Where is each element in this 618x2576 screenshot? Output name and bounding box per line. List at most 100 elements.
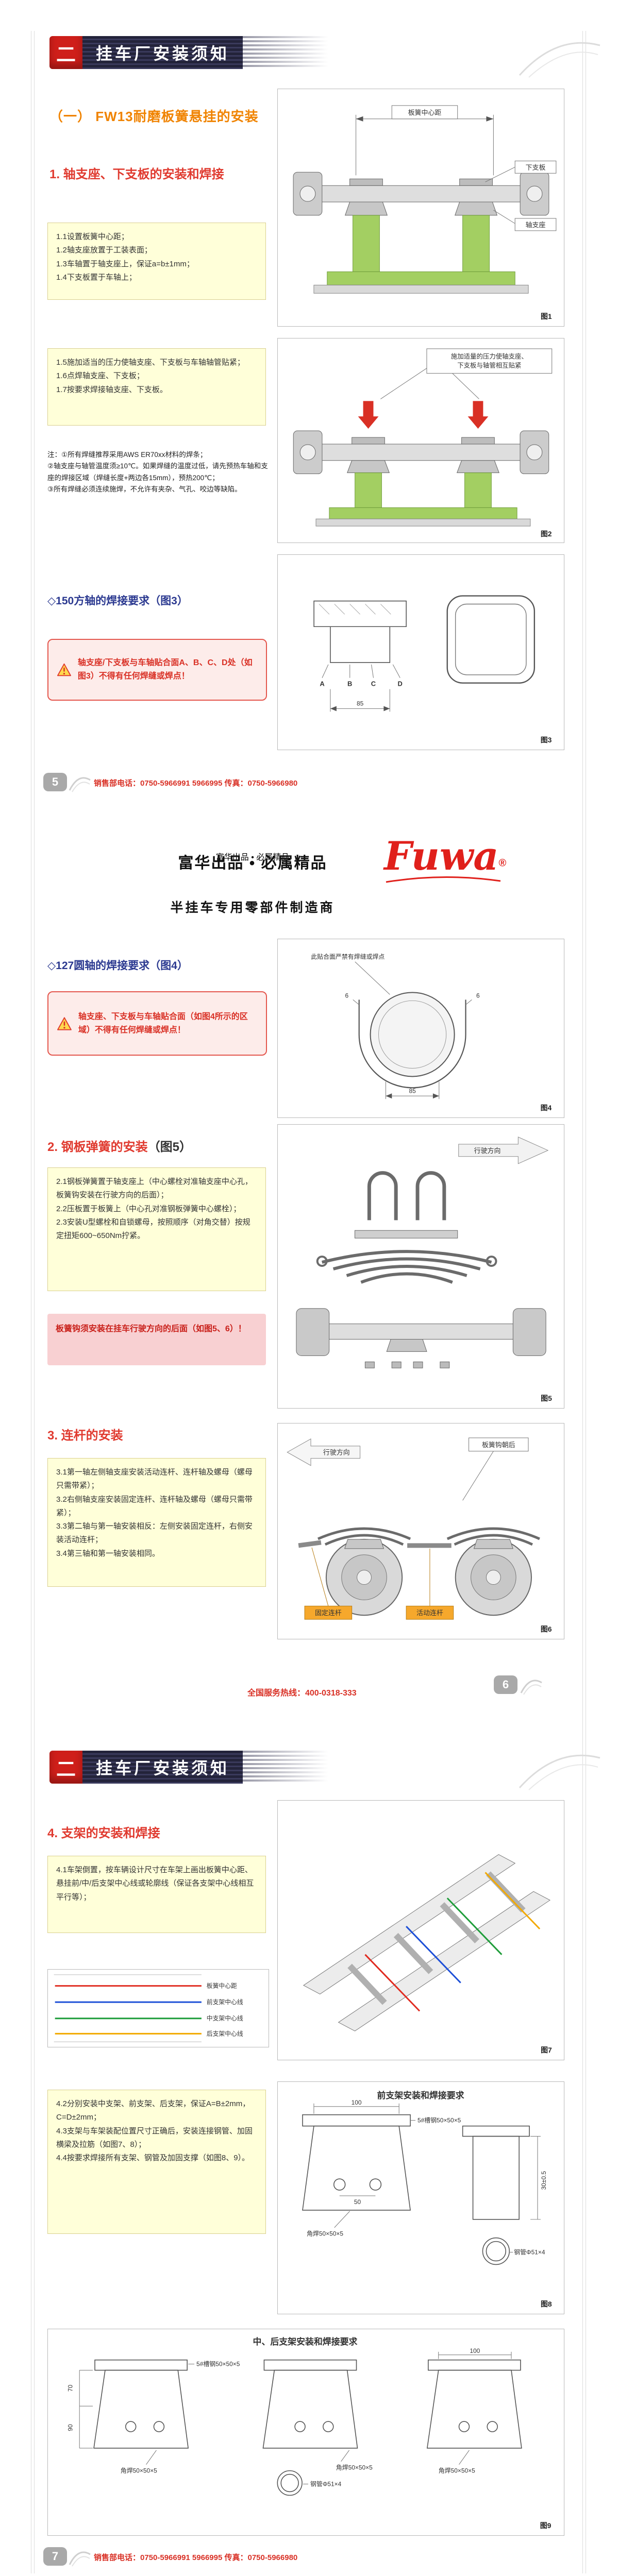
figure-1: 板簧中心距 下支板 xyxy=(277,89,564,327)
step-item: 3.3第二轴与第一轴安装相反：左侧安装固定连杆，右侧安装活动连杆； xyxy=(56,1522,253,1545)
pressure-callout-line2: 下支板与轴管相互贴紧 xyxy=(457,362,521,369)
dim-30-lines xyxy=(530,2136,541,2220)
dim-arrow xyxy=(330,706,337,711)
u-bolts xyxy=(367,1171,446,1221)
note-leader xyxy=(355,961,390,995)
section-name: FW13耐磨板簧悬挂的安装 xyxy=(95,109,259,124)
step-item: 2.2压板置于板簧上（中心孔对准钢板弹簧中心螺栓）； xyxy=(56,1204,241,1213)
callout-leaders xyxy=(380,368,479,399)
step-item: 3.1第一轴左侧轴支座安装活动连杆、连杆轴及螺母（螺母只需带紧）； xyxy=(56,1468,253,1490)
figure-3: A B C D 85 图3 xyxy=(277,554,564,750)
dim-50-label: 50 xyxy=(354,2198,361,2206)
figure-9-drawing: 中、后支架安装和焊接要求 70 90 5#槽钢50×50×5 角焊50×50×5 xyxy=(66,2336,551,2530)
figure-2-caption: 图2 xyxy=(541,530,552,538)
figure-8-drawing: 前支架安装和焊接要求 100 50 5#槽钢50×50×5 角焊50×50×5 xyxy=(302,2090,552,2308)
front-link-rod xyxy=(298,1540,322,1548)
axle-inner-wall xyxy=(378,1000,447,1069)
assembly-jig xyxy=(315,472,531,527)
dim-100-label: 100 xyxy=(352,2099,362,2106)
corner-flourish-top xyxy=(519,42,600,78)
dim-100-lines xyxy=(313,2103,399,2114)
page-title: 挂车厂安装须知 xyxy=(82,1751,243,1784)
step-item: 3.2右侧轴支座安装固定连杆、连杆轴及螺母（螺母只需带紧）； xyxy=(56,1495,253,1517)
figure-reference: （图5） xyxy=(147,1140,192,1154)
page-number-tag: 6 xyxy=(494,1675,517,1694)
dim-100-label: 100 xyxy=(470,2347,480,2354)
right-bracket-view xyxy=(426,2359,522,2449)
spring-hook xyxy=(486,1256,497,1267)
dim-85-label: 85 xyxy=(409,1087,416,1094)
contact-letter-d: D xyxy=(398,680,403,688)
lock-nuts xyxy=(364,1361,450,1368)
figure-3-drawing: A B C D 85 图3 xyxy=(313,595,552,744)
section-number: （一） xyxy=(49,109,92,124)
dim-85-label: 85 xyxy=(357,700,364,707)
warning-text: 轴支座、下支板与车轴贴合面（如图4所示的区域）不得有任何焊缝或焊点！ xyxy=(78,1012,248,1035)
movable-link-tag xyxy=(406,1605,454,1620)
figure-6-caption: 图6 xyxy=(541,1625,552,1633)
dim-30-label: 30±0.5 xyxy=(540,2171,547,2190)
step-item: 4.2分别安装中支架、前支架、后支架，保证A=B±2mm，C=D±2mm； xyxy=(56,2099,250,2122)
pressure-arrows xyxy=(358,401,489,429)
page-header: 二 挂车厂安装须知 xyxy=(49,1751,336,1784)
dim-85 xyxy=(385,1081,440,1099)
step-item: 1.1设置板簧中心距； xyxy=(56,232,129,241)
letter-leaders xyxy=(322,664,400,678)
assembly-jig xyxy=(313,215,529,294)
weld-label: 角焊50×50×5 xyxy=(121,2467,157,2475)
figure-5-caption: 图5 xyxy=(541,1394,552,1402)
page-number-tag: 7 xyxy=(43,2547,67,2566)
legend-label: 中支架中心线 xyxy=(207,2015,243,2022)
footer-flourish xyxy=(69,777,91,792)
middle-bracket-view xyxy=(262,2359,358,2496)
left-bracket-view xyxy=(93,2359,189,2449)
instruction-box-2: 1.5施加适当的压力使轴支座、下支板与车轴轴管贴紧； 1.6点焊轴支座、下支板；… xyxy=(47,348,266,426)
tube-label: 钢管Φ51×4 xyxy=(310,2480,342,2487)
sales-phone-line: 销售部电话：0750-5966991 5966995 传真：0750-59669… xyxy=(94,779,298,788)
top-plate xyxy=(354,1230,458,1239)
fixed-link-label: 固定连杆 xyxy=(315,1609,342,1617)
side-rule-right-inner xyxy=(582,31,583,2573)
drive-direction-label: 行驶方向 xyxy=(474,1147,501,1155)
weld-notes: 注：①所有焊缝推荐采用AWS ER70xx材料的焊条； ②轴支座与轴管温度须≥1… xyxy=(47,449,270,495)
layout-lines-drawing: 板簧中心距 前支架中心线 中支架中心线 后支架中心线 xyxy=(54,1974,243,2042)
legend-label: 前支架中心线 xyxy=(207,1998,243,2006)
dim-100-lines xyxy=(438,2351,512,2359)
dim-arrow xyxy=(432,1093,439,1099)
instruction-box-6: 4.2分别安装中支架、前支架、后支架，保证A=B±2mm，C=D±2mm； 4.… xyxy=(47,2090,266,2234)
hatching xyxy=(319,604,391,615)
legend-label: 后支架中心线 xyxy=(207,2030,243,2037)
step-item: 2.3安装U型螺栓和自锁螺母，按照顺序（对角交替）按规定扭矩600~650Nm拧… xyxy=(56,1217,250,1240)
header-number-badge: 二 xyxy=(49,1751,82,1784)
drive-direction-arrow: 行驶方向 xyxy=(287,1438,361,1466)
figure-2-drawing: 施加适量的压力使轴支座、 下支板与轴管相互贴紧 xyxy=(293,348,553,538)
leaf-springs xyxy=(317,1527,540,1546)
brand-subtitle: 半挂车专用零部件制造商 xyxy=(170,901,335,915)
figure-4: 此贴合面严禁有焊缝或焊点 6 6 85 图4 xyxy=(277,939,564,1118)
instruction-box-5: 4.1车架倒置，按车辆设计尺寸在车架上画出板簧中心距、悬挂前/中/后支架中心线或… xyxy=(47,1856,266,1933)
figure-3-caption: 图3 xyxy=(541,736,552,744)
step-item: 3.4第三轴和第一轴安装相同。 xyxy=(56,1549,160,1558)
figure-4-caption: 图4 xyxy=(541,1104,552,1112)
weld-leader xyxy=(353,999,360,1005)
footer-flourish xyxy=(520,1680,542,1695)
step-item: 4.4按要求焊接所有支架、钢管及加固支撑（如图8、9）。 xyxy=(56,2154,250,2162)
axle-assembly xyxy=(296,1308,546,1356)
lower-plate-callout: 下支板 xyxy=(526,163,546,171)
cross-members xyxy=(347,1871,526,2005)
dim-70-label: 70 xyxy=(66,2384,74,2392)
figure-4-drawing: 此贴合面严禁有焊缝或焊点 6 6 85 图4 xyxy=(311,953,552,1112)
heading-axle-seat-install: 1. 轴支座、下支板的安装和焊接 xyxy=(49,167,224,181)
figure-8-caption: 图8 xyxy=(541,2300,552,2308)
dim-arrow xyxy=(486,116,494,122)
channel-label: 5#槽钢50×50×5 xyxy=(196,2361,240,2368)
figure-8: 前支架安装和焊接要求 100 50 5#槽钢50×50×5 角焊50×50×5 xyxy=(277,2081,564,2314)
contact-letter-c: C xyxy=(371,680,376,688)
weld-size-left: 6 xyxy=(345,992,349,999)
step-item: 1.3车轴置于轴支座上，保证a=b±1mm； xyxy=(56,259,194,268)
fuwa-logo-text: Fuwa xyxy=(384,833,499,879)
brand-slogan-text: 富华出品 • 必属精品 xyxy=(178,855,327,872)
fuwa-logo: Fuwa® xyxy=(384,837,618,887)
step-item: 4.1车架倒置，按车辆设计尺寸在车架上画出板簧中心距、悬挂前/中/后支架中心线或… xyxy=(56,1866,254,1902)
